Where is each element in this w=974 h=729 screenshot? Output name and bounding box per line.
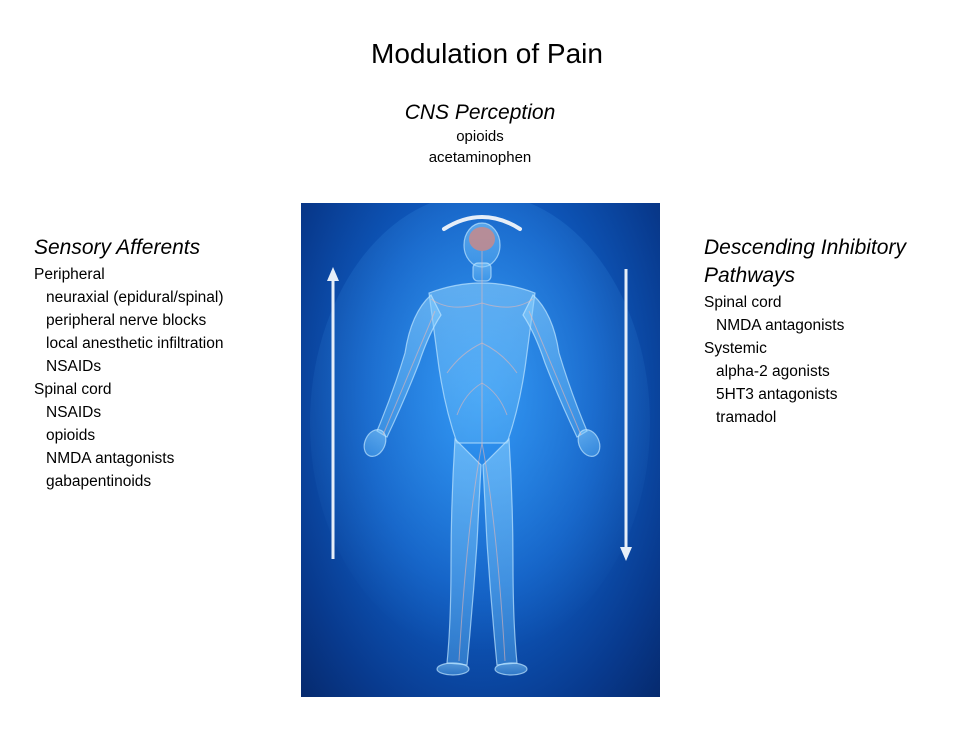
descending-item: tramadol	[716, 409, 777, 426]
sensory-item: peripheral nerve blocks	[46, 312, 207, 329]
right-foot	[494, 662, 528, 676]
leg-nerves	[458, 442, 506, 662]
cns-perception-section: CNS Perception opioids acetaminophen	[330, 100, 630, 168]
arm-nerves	[382, 310, 582, 436]
sensory-item: neuraxial (epidural/spinal)	[46, 289, 224, 306]
descending-group-spinal-cord: Spinal cord	[704, 294, 782, 311]
descending-group-systemic: Systemic	[704, 340, 767, 357]
halo-arc	[442, 215, 522, 231]
sensory-item: local anesthetic infiltration	[46, 335, 224, 352]
descending-item: 5HT3 antagonists	[716, 386, 838, 403]
torso-nerves	[446, 342, 518, 416]
cns-perception-heading: CNS Perception	[404, 101, 556, 124]
shoulder-nerves	[430, 298, 534, 308]
brain	[469, 227, 495, 251]
descending-item: NMDA antagonists	[716, 317, 845, 334]
descending-item: alpha-2 agonists	[716, 363, 830, 380]
sensory-item: NMDA antagonists	[46, 450, 175, 467]
descending-pathways-section: Descending Inhibitory Pathways Spinal co…	[704, 234, 944, 429]
ascending-arrow-head	[327, 267, 339, 281]
sensory-afferents-section: Sensory Afferents Peripheral neuraxial (…	[34, 234, 296, 493]
sensory-item: NSAIDs	[46, 358, 102, 375]
human-body-svg	[310, 203, 650, 676]
sensory-item: opioids	[46, 427, 96, 444]
descending-heading-line2: Pathways	[704, 264, 796, 287]
descending-arrow-head	[620, 547, 632, 561]
sensory-item: gabapentinoids	[46, 473, 152, 490]
page-title: Modulation of Pain	[371, 38, 603, 69]
human-body-illustration	[301, 203, 660, 697]
descending-heading-line1: Descending Inhibitory	[704, 236, 906, 259]
cns-item-acetaminophen: acetaminophen	[428, 149, 532, 166]
sensory-group-peripheral: Peripheral	[34, 266, 105, 283]
left-hand	[363, 429, 387, 457]
right-hand	[577, 429, 601, 457]
nerve-network	[382, 251, 582, 662]
left-leg	[446, 437, 482, 666]
descending-pathways-heading: Descending Inhibitory Pathways	[704, 234, 944, 290]
right-leg	[482, 437, 518, 666]
cns-item-opioids: opioids	[456, 128, 504, 145]
ascending-arrow	[327, 267, 339, 559]
sensory-group-spinal-cord: Spinal cord	[34, 381, 112, 398]
sensory-item: NSAIDs	[46, 404, 102, 421]
descending-arrow	[620, 269, 632, 561]
sensory-afferents-heading: Sensory Afferents	[34, 236, 201, 259]
body-silhouette	[363, 222, 601, 676]
left-foot	[436, 662, 470, 676]
